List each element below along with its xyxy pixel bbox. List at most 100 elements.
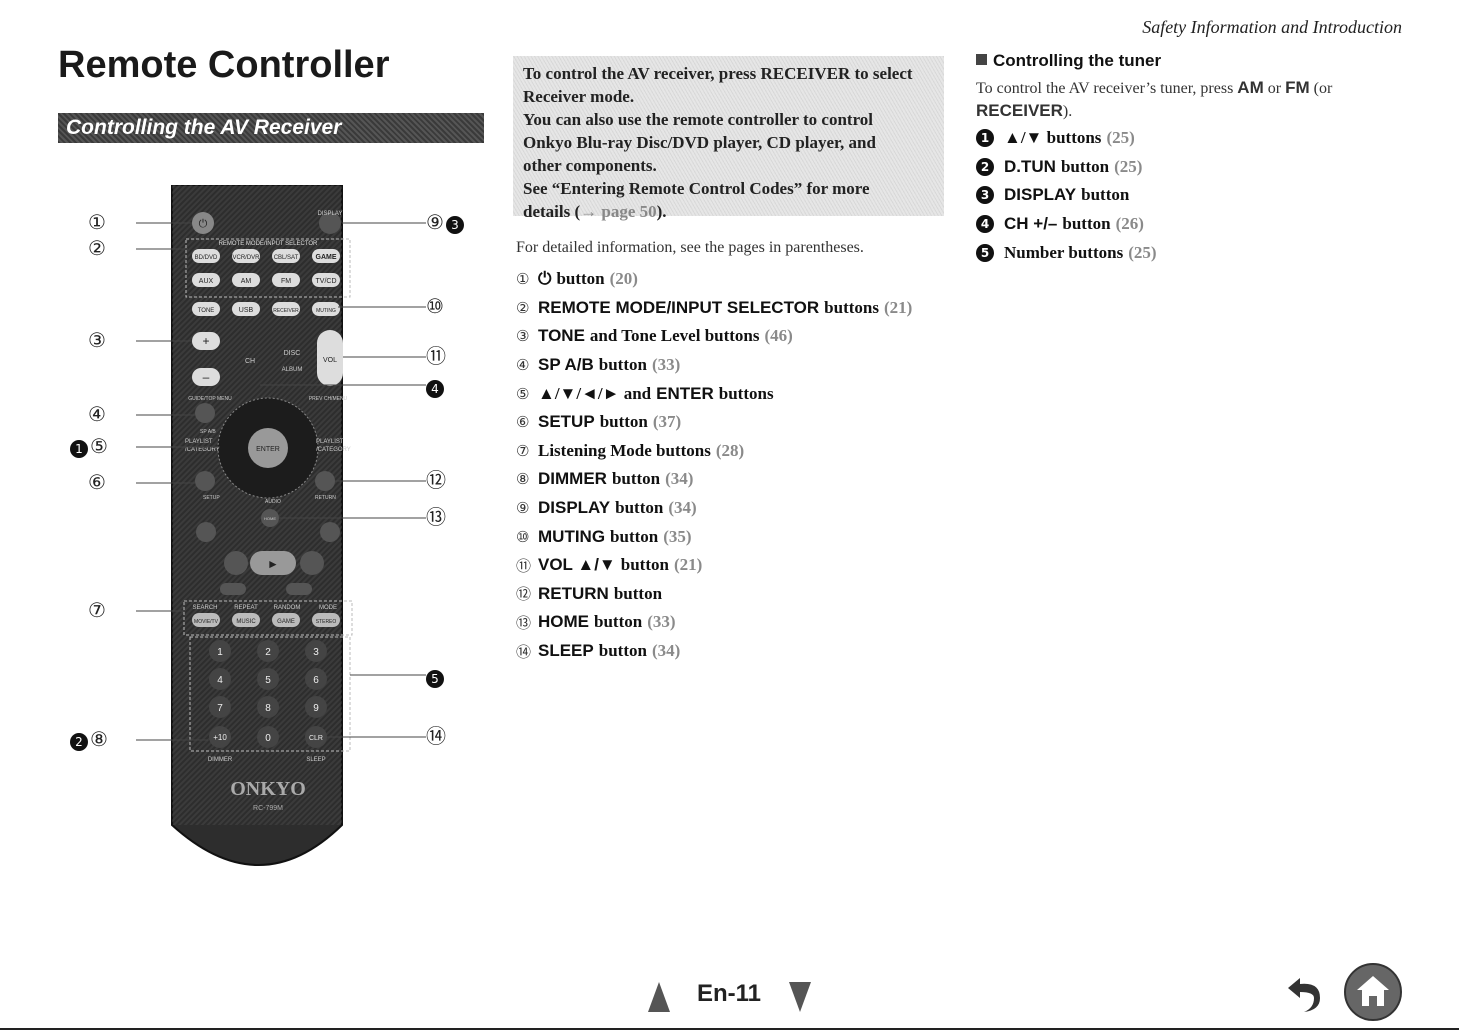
power-icon (192, 212, 214, 234)
setup-button (195, 471, 215, 491)
svg-text:PREV CH/MENU: PREV CH/MENU (309, 396, 348, 402)
svg-text:HOME: HOME (264, 516, 276, 521)
svg-text:AUDIO: AUDIO (265, 499, 281, 505)
svg-text:3: 3 (313, 647, 319, 658)
svg-text:–: – (203, 370, 210, 384)
callout-1: ① (88, 210, 106, 234)
next-page-icon[interactable] (789, 982, 811, 1012)
remote-illustration: ⏻ DISPLAY REMOTE MODE/INPUT SELECTOR BD/… (60, 184, 480, 885)
page-title: Remote Controller (58, 44, 390, 86)
svg-text:CBL/SAT: CBL/SAT (274, 255, 299, 261)
callout-11: ⑪ (426, 344, 446, 368)
svg-text:GUIDE/TOP MENU: GUIDE/TOP MENU (188, 396, 232, 402)
display-button (319, 212, 341, 234)
svg-text:DISC: DISC (284, 350, 301, 357)
svg-text:0: 0 (265, 733, 271, 744)
list-item: ①⏻button(20) (516, 269, 638, 289)
row3-buttons: TONE USB RECEIVER MUTING (192, 302, 340, 316)
svg-text:MOVIE/TV: MOVIE/TV (194, 619, 219, 625)
svg-text:7: 7 (217, 703, 223, 714)
svg-text:REPEAT: REPEAT (234, 605, 258, 611)
callout-3: ③ (88, 328, 106, 352)
callout-2: ② (88, 236, 106, 260)
header-note: Safety Information and Introduction (1142, 17, 1402, 37)
page-number: En-11 (697, 980, 762, 1007)
callout-14: ⑭ (426, 724, 446, 748)
section-banner: Controlling the AV Receiver (58, 113, 484, 143)
svg-text:⏻: ⏻ (199, 218, 208, 230)
svg-text:8: 8 (265, 703, 271, 714)
vol-rocker (317, 330, 343, 386)
home-icon[interactable] (1343, 962, 1403, 1022)
prev-page-icon[interactable] (648, 982, 670, 1012)
svg-text:ALBUM: ALBUM (282, 367, 303, 373)
svg-text:RETURN: RETURN (315, 495, 336, 501)
svg-text:MUSIC: MUSIC (236, 619, 256, 625)
svg-text:4: 4 (217, 675, 223, 686)
callout-bold-5: 5 (426, 666, 454, 688)
svg-text:RECEIVER: RECEIVER (273, 308, 299, 314)
callout-13: ⑬ (426, 505, 446, 529)
callout-10: ⑩ (426, 294, 444, 318)
svg-text:6: 6 (313, 675, 319, 686)
tone-plus-button (192, 332, 220, 350)
tone-minus-button (192, 368, 220, 386)
tuner-intro: To control the AV receiver’s tuner, pres… (976, 78, 1333, 120)
svg-text:+10: +10 (213, 733, 227, 742)
number-pad: 1 2 3 4 5 6 7 8 9 +10 0 CLR (209, 640, 327, 748)
svg-text:PLAYLIST: PLAYLIST (185, 439, 213, 445)
svg-text:TV/CD: TV/CD (316, 278, 337, 285)
return-button (315, 471, 335, 491)
svg-text:SEARCH: SEARCH (192, 605, 217, 611)
svg-text:5: 5 (265, 675, 271, 686)
tuner-heading: Controlling the tuner (976, 51, 1161, 71)
svg-text:VOL: VOL (323, 357, 337, 364)
callout-bold-4: 4 (426, 376, 454, 398)
svg-text:/CATEGORY: /CATEGORY (185, 447, 220, 453)
bottom-rule (0, 1028, 1459, 1030)
svg-text:TONE: TONE (198, 308, 215, 314)
callout-4: ④ (88, 402, 106, 426)
svg-text:►: ► (267, 557, 279, 571)
callout-12: ⑫ (426, 468, 446, 492)
svg-text:ENTER: ENTER (256, 446, 280, 453)
svg-text:+: + (202, 334, 209, 348)
svg-text:SLEEP: SLEEP (306, 757, 325, 763)
callout-6: ⑥ (88, 470, 106, 494)
back-arrow-icon[interactable] (1280, 972, 1330, 1014)
svg-text:AM: AM (241, 278, 252, 285)
page-ref-link[interactable]: → page 50 (580, 202, 657, 221)
svg-text:PLAYLIST: PLAYLIST (316, 439, 344, 445)
callout-7: ⑦ (88, 598, 106, 622)
display-label: DISPLAY (318, 211, 343, 217)
svg-text:9: 9 (313, 703, 319, 714)
svg-text:DIMMER: DIMMER (208, 757, 233, 763)
svg-text:BD/DVD: BD/DVD (195, 255, 218, 261)
svg-text:SP A/B: SP A/B (200, 429, 216, 435)
selector-label: REMOTE MODE/INPUT SELECTOR (219, 241, 318, 247)
svg-text:CLR: CLR (309, 735, 323, 742)
sp-ab-button (195, 403, 215, 423)
square-bullet-icon (976, 54, 987, 65)
svg-text:GAME: GAME (277, 619, 295, 625)
svg-text:FM: FM (281, 278, 291, 285)
svg-text:RANDOM: RANDOM (274, 605, 301, 611)
svg-text:1: 1 (217, 647, 223, 658)
svg-text:MUTING: MUTING (316, 308, 336, 314)
